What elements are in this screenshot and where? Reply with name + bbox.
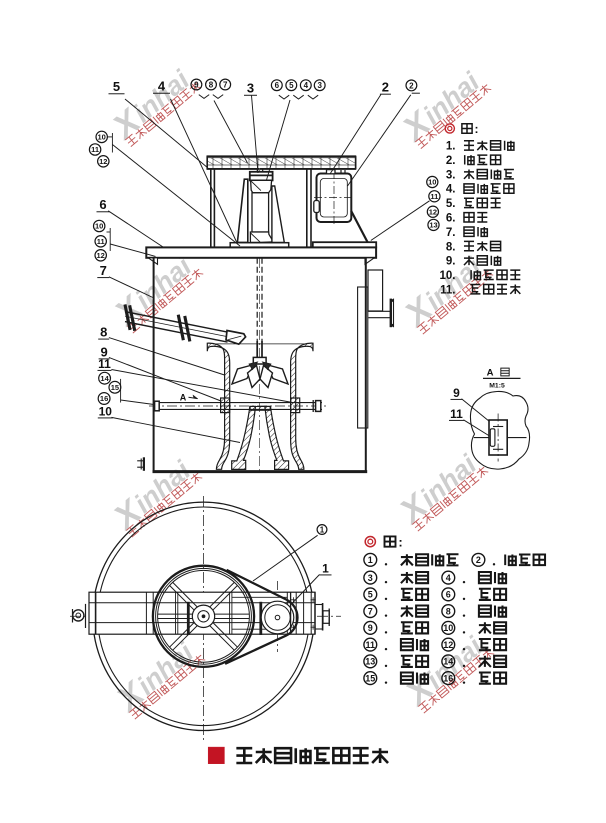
svg-text:3: 3 (368, 573, 373, 583)
svg-text:11: 11 (450, 407, 463, 421)
svg-text:4: 4 (304, 81, 309, 90)
svg-text:8: 8 (446, 606, 451, 616)
svg-text:8: 8 (100, 324, 107, 339)
svg-text:5: 5 (289, 81, 294, 90)
svg-text:7.: 7. (446, 227, 456, 239)
svg-text:11: 11 (91, 145, 99, 154)
svg-text::: : (475, 122, 479, 136)
svg-text:3.: 3. (446, 169, 456, 181)
svg-text:8.: 8. (446, 241, 456, 253)
svg-text:12: 12 (99, 157, 107, 166)
svg-text:15: 15 (111, 383, 119, 392)
svg-text:11: 11 (97, 237, 105, 246)
svg-text:6: 6 (446, 590, 451, 600)
svg-text:10: 10 (428, 178, 436, 187)
svg-text:12: 12 (97, 251, 105, 260)
svg-text:10: 10 (98, 133, 106, 142)
svg-text:13: 13 (365, 657, 375, 667)
svg-text:A: A (180, 393, 187, 403)
svg-text:1: 1 (320, 525, 325, 534)
svg-text:9.: 9. (446, 256, 456, 268)
svg-text:13: 13 (429, 221, 437, 230)
svg-text:2: 2 (409, 81, 414, 90)
svg-text:11: 11 (366, 640, 376, 650)
svg-text:12: 12 (429, 207, 437, 216)
svg-text:9: 9 (100, 344, 107, 359)
svg-text:14: 14 (443, 657, 453, 667)
svg-text:6.: 6. (446, 213, 456, 225)
svg-text:3: 3 (317, 81, 322, 90)
svg-text:10.: 10. (440, 270, 456, 282)
svg-text:9: 9 (368, 623, 373, 633)
svg-text:7: 7 (100, 263, 107, 278)
svg-text:7: 7 (223, 80, 228, 89)
svg-text:9: 9 (194, 80, 199, 89)
svg-text:1.: 1. (446, 141, 456, 153)
svg-text:1: 1 (322, 561, 329, 575)
svg-text:2: 2 (382, 80, 389, 95)
svg-text:9: 9 (453, 386, 460, 400)
svg-text:14: 14 (100, 374, 109, 383)
svg-text:11: 11 (430, 192, 438, 201)
svg-text:12: 12 (443, 640, 453, 650)
svg-text:5.: 5. (446, 198, 456, 210)
svg-text:4.: 4. (446, 184, 456, 196)
svg-text:M1:5: M1:5 (489, 383, 505, 390)
svg-text:5: 5 (113, 79, 120, 94)
svg-text:2.: 2. (446, 155, 456, 167)
svg-text:3: 3 (247, 81, 254, 96)
svg-text:A: A (487, 368, 494, 379)
svg-text:1: 1 (368, 555, 373, 565)
svg-text:11.: 11. (440, 284, 455, 296)
svg-text:4: 4 (158, 79, 166, 94)
svg-text:10: 10 (99, 404, 113, 418)
svg-text:15: 15 (365, 673, 375, 683)
svg-text:6: 6 (99, 197, 106, 212)
svg-text:8: 8 (209, 80, 214, 89)
svg-text:10: 10 (443, 623, 453, 633)
svg-text:5: 5 (368, 590, 373, 600)
svg-text:2: 2 (476, 555, 481, 565)
svg-text:6: 6 (275, 81, 280, 90)
svg-text:11: 11 (98, 357, 111, 371)
svg-text::: : (398, 535, 402, 550)
svg-text:4: 4 (446, 573, 451, 583)
svg-text:7: 7 (368, 606, 373, 616)
svg-text:16: 16 (100, 394, 108, 403)
svg-text:16: 16 (443, 673, 453, 683)
svg-text:10: 10 (95, 222, 103, 231)
